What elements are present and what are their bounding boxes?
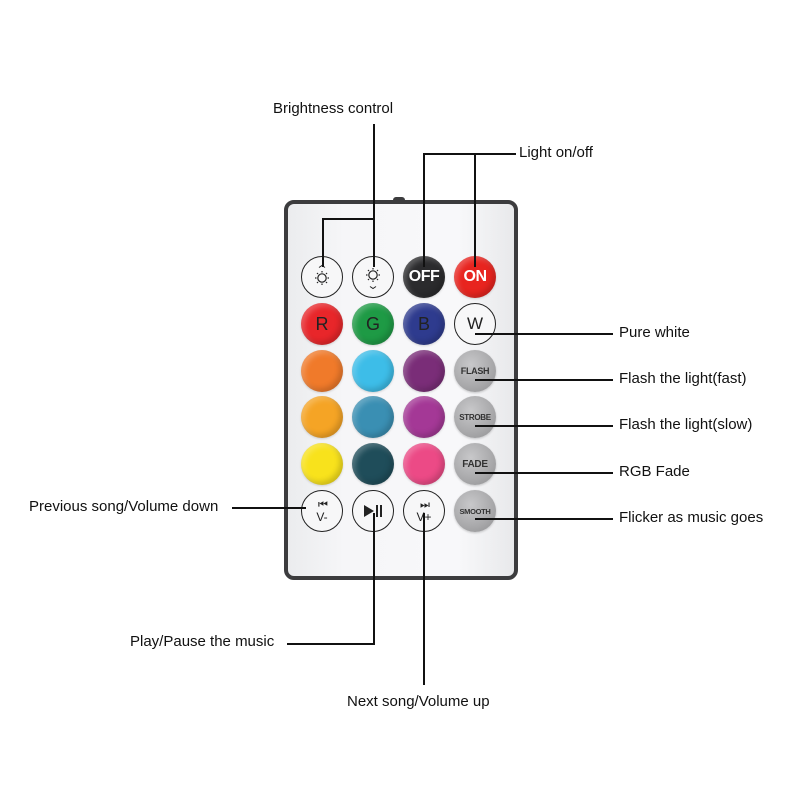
off-leader-drop-line [423, 153, 425, 267]
pure-white-leader-line [475, 333, 613, 335]
rgb-fade-leader-line [475, 472, 613, 474]
red-button-label: R [315, 313, 329, 334]
on-leader-drop-line [474, 153, 476, 267]
green-button[interactable]: G [352, 303, 394, 345]
light-blue-button[interactable] [352, 350, 394, 392]
on-button-label: ON [463, 268, 488, 285]
play-pause-icon [364, 505, 382, 517]
off-button[interactable]: OFF [403, 256, 445, 298]
prev-song-leader-line [232, 507, 306, 509]
flicker-music-label: Flicker as music goes [619, 509, 764, 526]
dark-teal-button[interactable] [352, 443, 394, 485]
blue-button-label: B [417, 313, 430, 334]
pure-white-label: Pure white [619, 324, 690, 341]
red-button[interactable]: R [301, 303, 343, 345]
green-button-label: G [365, 313, 380, 334]
purple-button[interactable] [403, 350, 445, 392]
previous-volume-down-button[interactable]: ⏮ V- [301, 490, 343, 532]
off-button-label: OFF [408, 268, 440, 285]
smooth-button[interactable]: SMOOTH [454, 490, 496, 532]
fade-button-label: FADE [462, 458, 488, 470]
rgb-fade-label: RGB Fade [619, 463, 690, 480]
previous-song-label: Previous song/Volume down [29, 498, 219, 515]
light-on-off-leader-line [423, 153, 516, 155]
skip-back-icon: ⏮ [318, 498, 328, 511]
brightness-leader-line [373, 124, 375, 267]
brightness-branch-line [322, 218, 374, 220]
skip-forward-icon: ⏭ [420, 498, 430, 511]
next-song-leader-line [423, 513, 425, 685]
strobe-button-label: STROBE [459, 412, 491, 422]
flicker-music-leader-line [475, 518, 613, 520]
fade-button[interactable]: FADE [454, 443, 496, 485]
teal-button[interactable] [352, 396, 394, 438]
strobe-button[interactable]: STROBE [454, 396, 496, 438]
magenta-button[interactable] [403, 396, 445, 438]
white-button[interactable]: W [454, 303, 496, 345]
play-pause-horizontal-line [287, 643, 375, 645]
sun-brightness-up-icon [315, 264, 329, 285]
sun-brightness-down-icon [366, 268, 380, 290]
remote-top-nub [393, 197, 405, 201]
play-pause-leader-line [373, 513, 375, 644]
orange-button[interactable] [301, 350, 343, 392]
brightness-branch-drop-line [322, 218, 324, 267]
flash-button-label: FLASH [460, 366, 490, 376]
pink-button[interactable] [403, 443, 445, 485]
flash-fast-label: Flash the light(fast) [619, 370, 747, 387]
flash-fast-leader-line [475, 379, 613, 381]
blue-button[interactable]: B [403, 303, 445, 345]
yellow-button[interactable] [301, 443, 343, 485]
amber-button[interactable] [301, 396, 343, 438]
volume-down-label: V- [316, 509, 328, 524]
white-button-label: W [466, 314, 484, 333]
smooth-button-label: SMOOTH [459, 506, 491, 516]
next-song-label: Next song/Volume up [347, 693, 490, 710]
flash-slow-leader-line [475, 425, 613, 427]
play-pause-label: Play/Pause the music [130, 633, 275, 650]
flash-button[interactable]: FLASH [454, 350, 496, 392]
flash-slow-label: Flash the light(slow) [619, 416, 753, 433]
brightness-control-label: Brightness control [273, 100, 394, 117]
light-on-off-label: Light on/off [519, 144, 593, 161]
